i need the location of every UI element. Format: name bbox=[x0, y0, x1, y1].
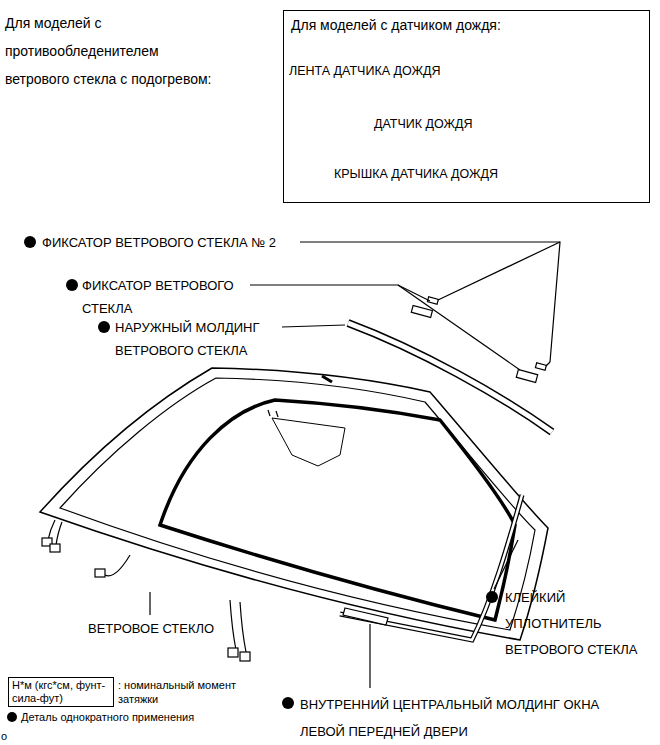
leader-line bbox=[149, 592, 150, 615]
part-label: КРЫШКА ДАТЧИКА ДОЖДЯ bbox=[334, 167, 498, 181]
part-label: ВНУТРЕННИЙ ЦЕНТРАЛЬНЫЙ МОЛДИНГ ОКНА ЛЕВО… bbox=[300, 691, 630, 745]
torque-box: Н*м (кгс*см, фунт-сила-фут) bbox=[8, 677, 114, 707]
part-label: ДАТЧИК ДОЖДЯ bbox=[374, 117, 472, 131]
leader-line bbox=[369, 624, 370, 688]
part-label: ЛЕНТА ДАТЧИКА ДОЖДЯ bbox=[289, 64, 440, 78]
torque-unit: Н*м (кгс*см, фунт-сила-фут) bbox=[9, 678, 113, 706]
inner-molding bbox=[343, 608, 388, 625]
part-label: ФИКСАТОР ВЕТРОВОГО СТЕКЛА bbox=[82, 274, 247, 320]
adhesive-seal bbox=[340, 495, 522, 640]
legend-text: Деталь однократного применения bbox=[21, 710, 194, 724]
part-label: ФИКСАТОР ВЕТРОВОГО СТЕКЛА № 2 bbox=[42, 231, 304, 254]
variant-heading: Для моделей с датчиком дождя: bbox=[291, 17, 501, 33]
part-label: ВЕТРОВОЕ СТЕКЛО bbox=[88, 617, 258, 640]
page-mark: o bbox=[1, 729, 21, 743]
one-time-part-bullets bbox=[24, 236, 498, 709]
part-label: КЛЕЙКИЙ УПЛОТНИТЕЛЬ ВЕТРОВОГО СТЕКЛА bbox=[505, 585, 657, 663]
windshield-glass bbox=[40, 368, 548, 640]
variant-box: Для моделей с датчиком дождя: ЛЕНТА ДАТЧИ… bbox=[283, 10, 650, 203]
heater-wires bbox=[42, 520, 250, 661]
leader-line bbox=[250, 285, 430, 301]
leader-line bbox=[300, 242, 560, 362]
leader-line bbox=[494, 540, 518, 589]
legend-bullet bbox=[6, 711, 18, 723]
leader-line bbox=[282, 325, 345, 327]
fixators bbox=[411, 297, 546, 383]
part-label: НАРУЖНЫЙ МОЛДИНГ ВЕТРОВОГО СТЕКЛА bbox=[115, 316, 290, 362]
legend-note: : номинальный момент затяжки bbox=[118, 678, 250, 706]
variant-note: Для моделей с противообледенителем ветро… bbox=[5, 9, 217, 93]
